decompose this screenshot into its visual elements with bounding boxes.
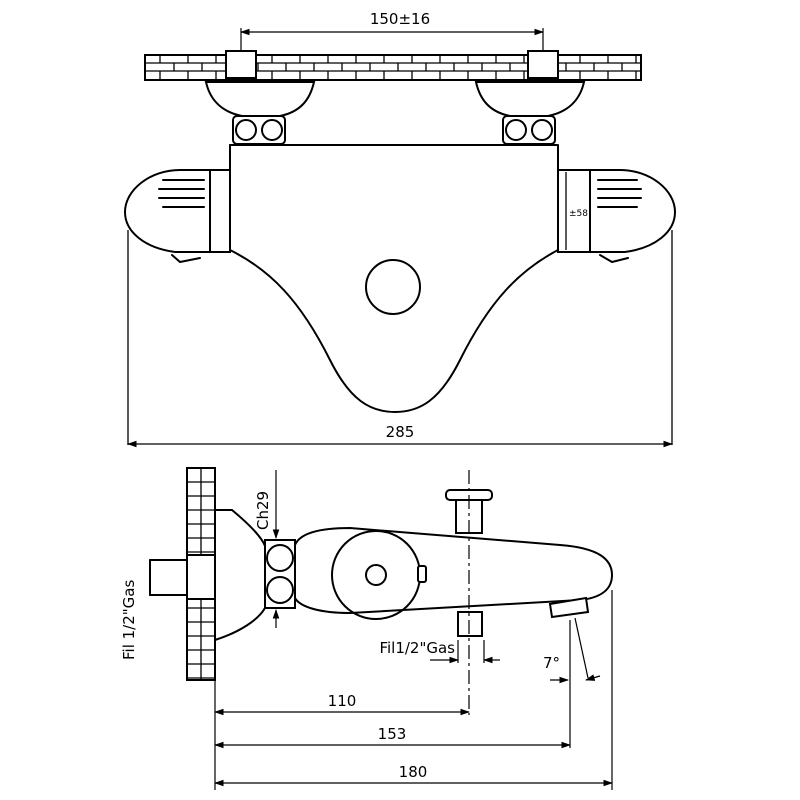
spacing-label: 150±16	[370, 10, 430, 28]
left-wall-socket	[225, 50, 257, 79]
depth-180-label: 180	[399, 763, 428, 781]
depth-110-label: 110	[328, 692, 357, 710]
angle-dimension: 7°	[543, 617, 601, 748]
hex-nut: Ch29	[254, 470, 296, 628]
left-handle	[124, 169, 231, 263]
spacing-dimension: 150±16	[240, 10, 544, 50]
depth-dimensions: 110 153 180	[214, 590, 613, 790]
left-escutcheon	[204, 81, 316, 145]
width-dimension: 285	[127, 423, 673, 448]
front-wall	[144, 54, 642, 81]
lower-outlet: Fil1/2"Gas	[379, 611, 500, 664]
depth-153-label: 153	[378, 725, 407, 743]
spout-outlet	[548, 596, 590, 619]
front-outlet-circle	[365, 259, 421, 315]
spout-body	[294, 526, 614, 620]
knob-label: ±58	[569, 209, 588, 219]
width-label: 285	[386, 423, 415, 441]
inlet-thread-label: Fil 1/2"Gas	[120, 580, 138, 660]
outlet-thread-label: Fil1/2"Gas	[379, 639, 455, 657]
right-escutcheon	[474, 81, 586, 145]
hex-label: Ch29	[254, 491, 272, 530]
right-handle: ±58	[557, 169, 676, 263]
inlet-pipe: Fil 1/2"Gas	[120, 554, 216, 660]
front-view: 150±16	[124, 10, 676, 448]
right-wall-socket	[527, 50, 559, 79]
side-view: Fil 1/2"Gas Ch29	[120, 467, 614, 790]
angle-label: 7°	[543, 654, 560, 672]
